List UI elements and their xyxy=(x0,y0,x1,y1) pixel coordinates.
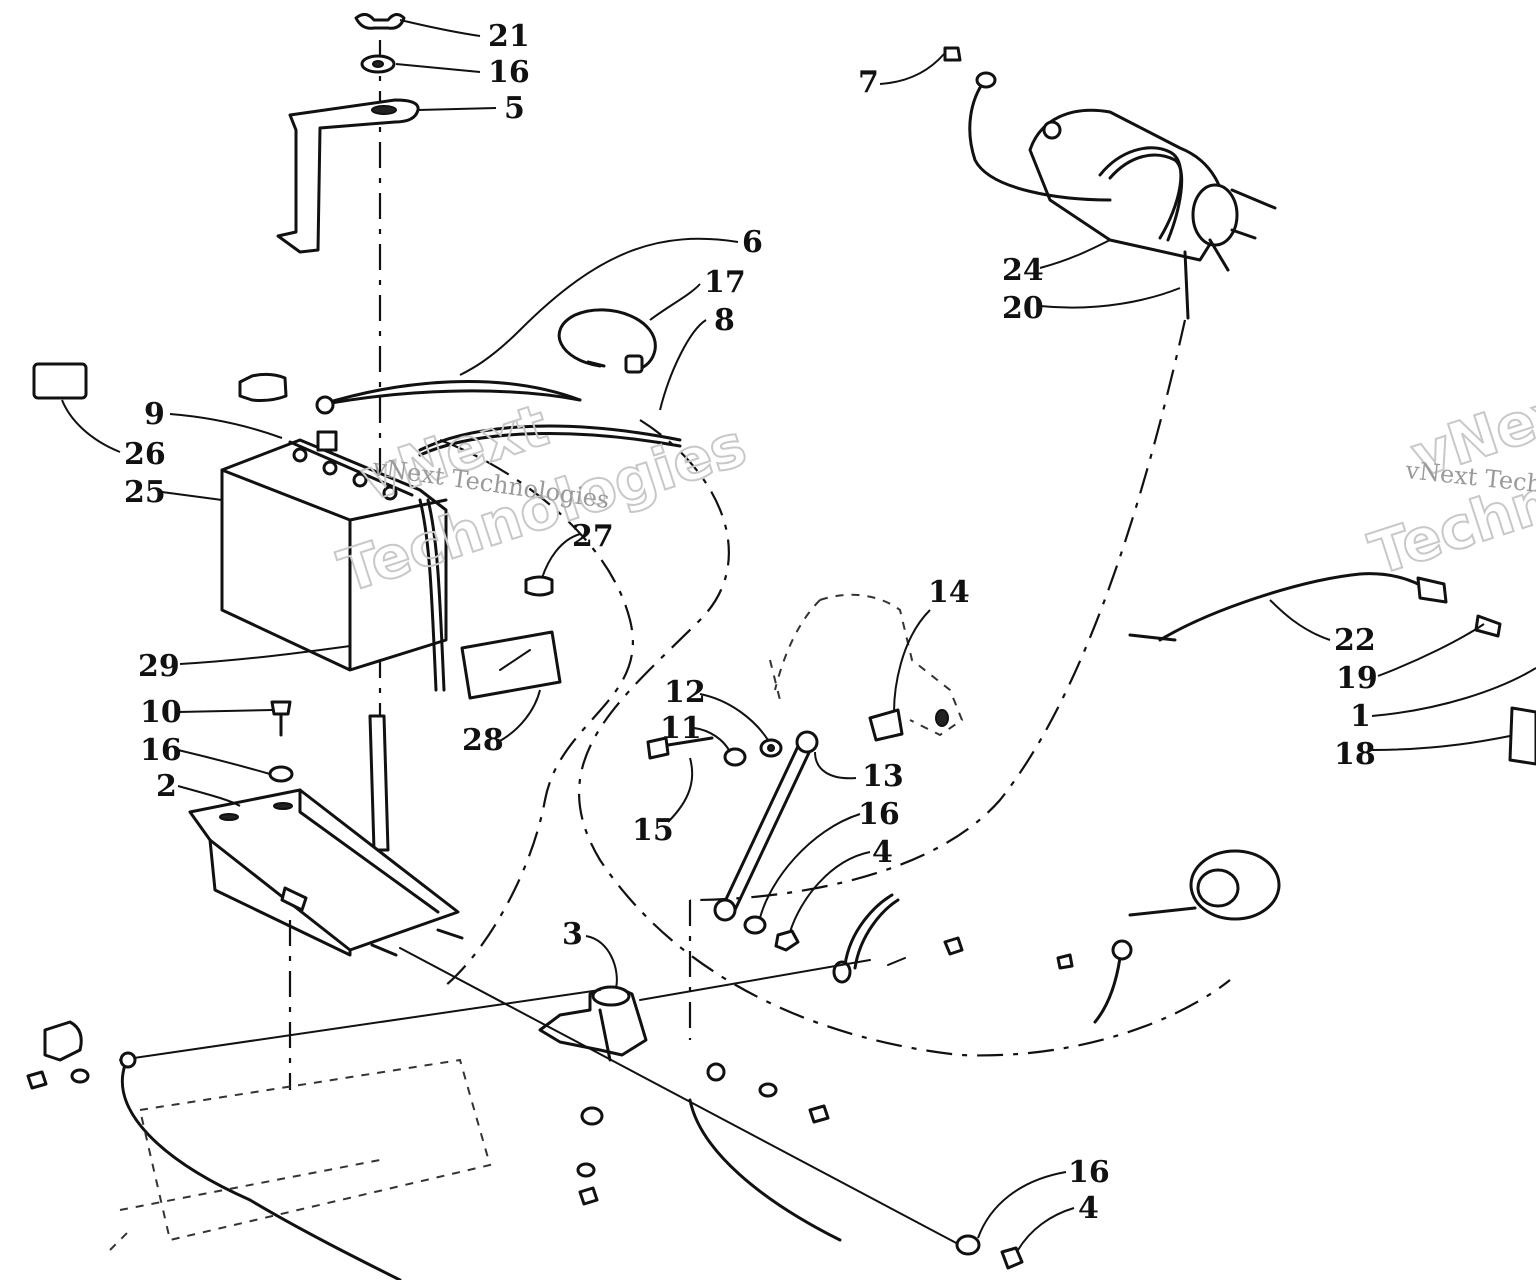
nut-4-mid xyxy=(774,929,800,952)
bolt-15 xyxy=(646,736,714,760)
lead-wire-22 xyxy=(1128,572,1502,642)
callout-20: 20 xyxy=(1002,291,1044,326)
callout-8: 8 xyxy=(714,303,735,338)
horn xyxy=(1128,849,1281,921)
ground-cable-8 xyxy=(418,424,682,457)
callout-18: 18 xyxy=(1334,737,1376,772)
battery xyxy=(220,430,448,692)
callout-6: 6 xyxy=(742,225,763,260)
callout-19: 19 xyxy=(1336,661,1378,696)
callout-15: 15 xyxy=(632,813,674,848)
battery-cover-cap xyxy=(238,372,288,402)
vent-tube-clip xyxy=(524,575,554,597)
callout-16: 16 xyxy=(488,55,530,90)
cable-lug-right xyxy=(1056,939,1133,1024)
callout-4-lower: 4 xyxy=(1078,1191,1099,1226)
starter-cable-top xyxy=(315,380,582,415)
washer-16-mid xyxy=(743,915,767,935)
lower-hardware xyxy=(576,1062,1024,1270)
link-rod-13 xyxy=(713,730,819,922)
washer-top xyxy=(360,54,396,74)
vent-tube xyxy=(368,714,390,852)
callout-13: 13 xyxy=(862,759,904,794)
leader-lines xyxy=(61,19,1536,1251)
washer-11 xyxy=(723,747,747,767)
callout-16-mid: 16 xyxy=(858,797,900,832)
callout-4-mid: 4 xyxy=(872,835,893,870)
washer-12 xyxy=(759,738,783,758)
callout-28: 28 xyxy=(462,723,504,758)
callout-25: 25 xyxy=(124,475,166,510)
callout-14: 14 xyxy=(928,575,970,610)
callout-9: 9 xyxy=(144,397,165,432)
battery-strap xyxy=(557,308,657,374)
callout-27: 27 xyxy=(572,519,614,554)
wing-nut xyxy=(354,13,406,30)
callout-2: 2 xyxy=(156,769,177,804)
harness-main xyxy=(119,947,961,1280)
washer-16-tray xyxy=(268,765,294,783)
callout-24: 24 xyxy=(1002,253,1044,288)
callout-5: 5 xyxy=(504,91,525,126)
callout-10: 10 xyxy=(140,695,182,730)
callout-16-lower: 16 xyxy=(1068,1155,1110,1190)
battery-tray xyxy=(188,788,464,957)
engine-plate-ghost xyxy=(109,1058,492,1251)
terminal-cover-boot xyxy=(43,1020,83,1062)
solenoid xyxy=(538,985,648,1062)
starter-cable-lug xyxy=(943,46,1112,202)
callout-16-tray: 16 xyxy=(140,733,182,768)
watermark-right: vNext Technologies xyxy=(1361,366,1536,589)
callout-17: 17 xyxy=(704,265,746,300)
callout-12: 12 xyxy=(664,675,706,710)
callout-3: 3 xyxy=(562,917,583,952)
callout-29: 29 xyxy=(138,649,180,684)
nut-lower-left xyxy=(26,1051,137,1090)
hold-down-bracket xyxy=(276,98,420,254)
callout-7: 7 xyxy=(858,65,879,100)
spacer-14 xyxy=(868,708,949,742)
ignition-bracket-ghost xyxy=(769,593,964,737)
callout-11: 11 xyxy=(660,711,702,746)
decal-18 xyxy=(1508,706,1536,766)
callout-21: 21 xyxy=(488,19,530,54)
callout-26: 26 xyxy=(124,437,166,472)
decal-28 xyxy=(460,630,562,700)
decal-26 xyxy=(32,362,88,400)
callout-1: 1 xyxy=(1350,699,1371,734)
callout-numbers: 21 16 5 7 6 17 8 24 20 9 26 25 27 29 28 … xyxy=(124,19,1378,1226)
bolt-10 xyxy=(270,700,292,737)
starter-motor xyxy=(1028,108,1277,320)
callout-22: 22 xyxy=(1334,623,1376,658)
cable-lug-mid xyxy=(832,893,964,984)
